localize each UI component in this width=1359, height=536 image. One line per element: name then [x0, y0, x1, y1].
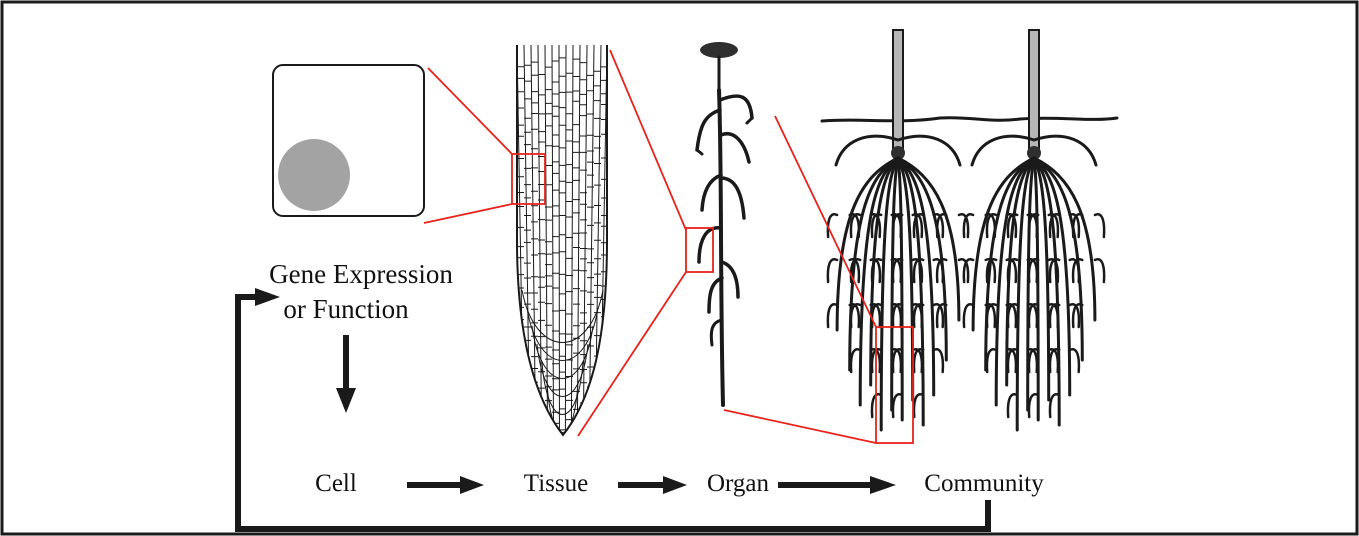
arrow-tissue-to-organ — [618, 476, 687, 494]
tissue-illustration — [517, 45, 607, 453]
cell-label: Cell — [315, 470, 357, 497]
arrow-gene-to-cell — [336, 335, 356, 413]
plant-stem-left — [893, 30, 903, 150]
cell-nucleus — [278, 139, 350, 211]
community-illustration — [822, 30, 1117, 430]
community-label: Community — [924, 470, 1044, 497]
soil-line — [822, 118, 1117, 121]
organ-main-root — [719, 90, 723, 405]
plant-stem-right — [1029, 30, 1039, 150]
cell-illustration — [273, 65, 424, 216]
organ-label: Organ — [707, 470, 770, 497]
gene-expression-label: Gene Expression — [269, 259, 453, 289]
arrow-cell-to-tissue — [407, 476, 484, 494]
organ-illustration — [697, 42, 752, 405]
or-function-label: or Function — [283, 294, 409, 324]
zoom-indicators — [424, 50, 913, 443]
arrow-organ-to-community — [778, 476, 896, 494]
tissue-label: Tissue — [524, 470, 588, 497]
